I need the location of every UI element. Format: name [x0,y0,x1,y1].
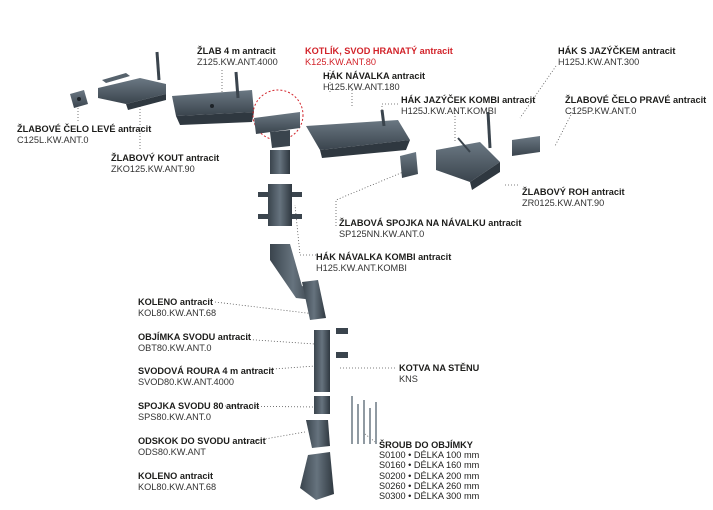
name: KOTLÍK, SVOD HRANATÝ antracit [305,46,453,56]
gutter-joint-part [400,152,418,178]
screw-list-title: ŠROUB DO OBJÍMKY [379,440,473,450]
end-cap-right-part [512,136,540,156]
label-end-cap-right: ŽLABOVÉ ČELO PRAVÉ antracit C125P.KW.ANT… [565,95,706,117]
label-hook-with-tongue: HÁK S JAZÝČKEM antracit H125J.KW.ANT.300 [558,46,675,68]
code: SVOD80.KW.ANT.4000 [138,377,235,387]
name: KOTVA NA STĚNU [399,363,480,373]
name: ŽLABOVÉ ČELO PRAVÉ antracit [565,95,707,105]
label-hook-bead-kombi: HÁK NÁVALKA KOMBI antracit H125.KW.ANT.K… [316,252,451,274]
code: OBT80.KW.ANT.0 [138,343,212,353]
outer-corner-part [436,111,500,190]
label-pipe-clip: OBJÍMKA SVODU antracit OBT80.KW.ANT.0 [138,332,251,354]
label-elbow-lower: KOLENO antracit KOL80.KW.ANT.68 [138,471,216,493]
label-hook-bead: HÁK NÁVALKA antracit H125.KW.ANT.180 [323,71,425,93]
code: SP125NN.KW.ANT.0 [339,229,425,239]
label-outer-corner: ŽLABOVÝ ROH antracit ZR0125.KW.ANT.90 [522,187,625,209]
name: HÁK JAZÝČEK KOMBI antracit [401,95,536,105]
code: Z125.KW.ANT.4000 [197,57,278,67]
leader-lines [77,65,576,444]
label-wall-anchor: KOTVA NA STĚNU KNS [399,363,479,385]
code: H125J.KW.ANT.KOMBI [401,106,497,116]
code: C125P.KW.ANT.0 [565,106,637,116]
name: ODSKOK DO SVODU antracit [138,436,266,446]
outlet-part [254,112,300,148]
name: ŽLABOVÝ KOUT antracit [111,153,220,163]
label-inner-corner: ŽLABOVÝ KOUT antracit ZKO125.KW.ANT.90 [111,153,219,175]
code: KNS [399,374,418,384]
gutter-part [172,71,254,125]
name: KOLENO antracit [138,297,214,307]
code: H125.KW.ANT.180 [323,82,400,92]
code: K125.KW.ANT.80 [305,57,376,67]
screw-list: ŠROUB DO OBJÍMKY S0100 • DÉLKA 100 mm S0… [379,440,479,501]
end-cap-left-part [70,90,88,108]
label-downpipe: SVODOVÁ ROURA 4 m antracit SVOD80.KW.ANT… [138,366,274,388]
screw-item: S0300 • DÉLKA 300 mm [379,491,480,502]
label-gutter: ŽLAB 4 m antracit Z125.KW.ANT.4000 [197,46,278,68]
name: OBJÍMKA SVODU antracit [138,332,251,342]
code: KOL80.KW.ANT.68 [138,482,217,492]
label-elbow-upper: KOLENO antracit KOL80.KW.ANT.68 [138,297,216,319]
code: ZKO125.KW.ANT.90 [111,164,195,174]
name: HÁK S JAZÝČKEM antracit [558,46,676,56]
label-hook-tongue-kombi: HÁK JAZÝČEK KOMBI antracit H125J.KW.ANT.… [401,95,535,117]
code: KOL80.KW.ANT.68 [138,308,217,318]
code: ODS80.KW.ANT [138,447,206,457]
code: H125J.KW.ANT.300 [558,57,640,67]
screw-item: S0200 • DÉLKA 200 mm [379,470,480,481]
code: ZR0125.KW.ANT.90 [522,198,605,208]
outlet-highlight-circle [252,89,304,141]
name: ŽLABOVÁ SPOJKA NA NÁVALKU antracit [339,218,522,228]
label-pipe-joint: SPOJKA SVODU 80 antracit SPS80.KW.ANT.0 [138,401,259,423]
label-outlet: KOTLÍK, SVOD HRANATÝ antracit K125.KW.AN… [305,46,453,68]
code: H125.KW.ANT.KOMBI [316,263,407,273]
name: HÁK NÁVALKA KOMBI antracit [316,252,452,262]
screw-item: S0160 • DÉLKA 160 mm [379,460,480,471]
code: SPS80.KW.ANT.0 [138,412,212,422]
label-end-cap-left: ŽLABOVÉ ČELO LEVÉ antracit C125L.KW.ANT.… [17,124,151,146]
name: SVODOVÁ ROURA 4 m antracit [138,366,274,376]
screws-group [351,396,377,444]
label-gutter-joint: ŽLABOVÁ SPOJKA NA NÁVALKU antracit SP125… [339,218,521,240]
name: HÁK NÁVALKA antracit [323,71,426,81]
inner-corner-part [98,51,166,110]
name: KOLENO antracit [138,471,214,481]
downpipe-assembly [258,150,348,500]
name: SPOJKA SVODU 80 antracit [138,401,260,411]
screw-item: S0260 • DÉLKA 260 mm [379,480,480,491]
label-offset: ODSKOK DO SVODU antracit ODS80.KW.ANT [138,436,266,458]
name: ŽLABOVÉ ČELO LEVÉ antracit [17,124,152,134]
name: ŽLABOVÝ ROH antracit [522,187,625,197]
screw-item: S0100 • DÉLKA 100 mm [379,450,480,461]
gutter-right-part [306,109,410,158]
name: ŽLAB 4 m antracit [197,46,276,56]
code: C125L.KW.ANT.0 [17,135,89,145]
